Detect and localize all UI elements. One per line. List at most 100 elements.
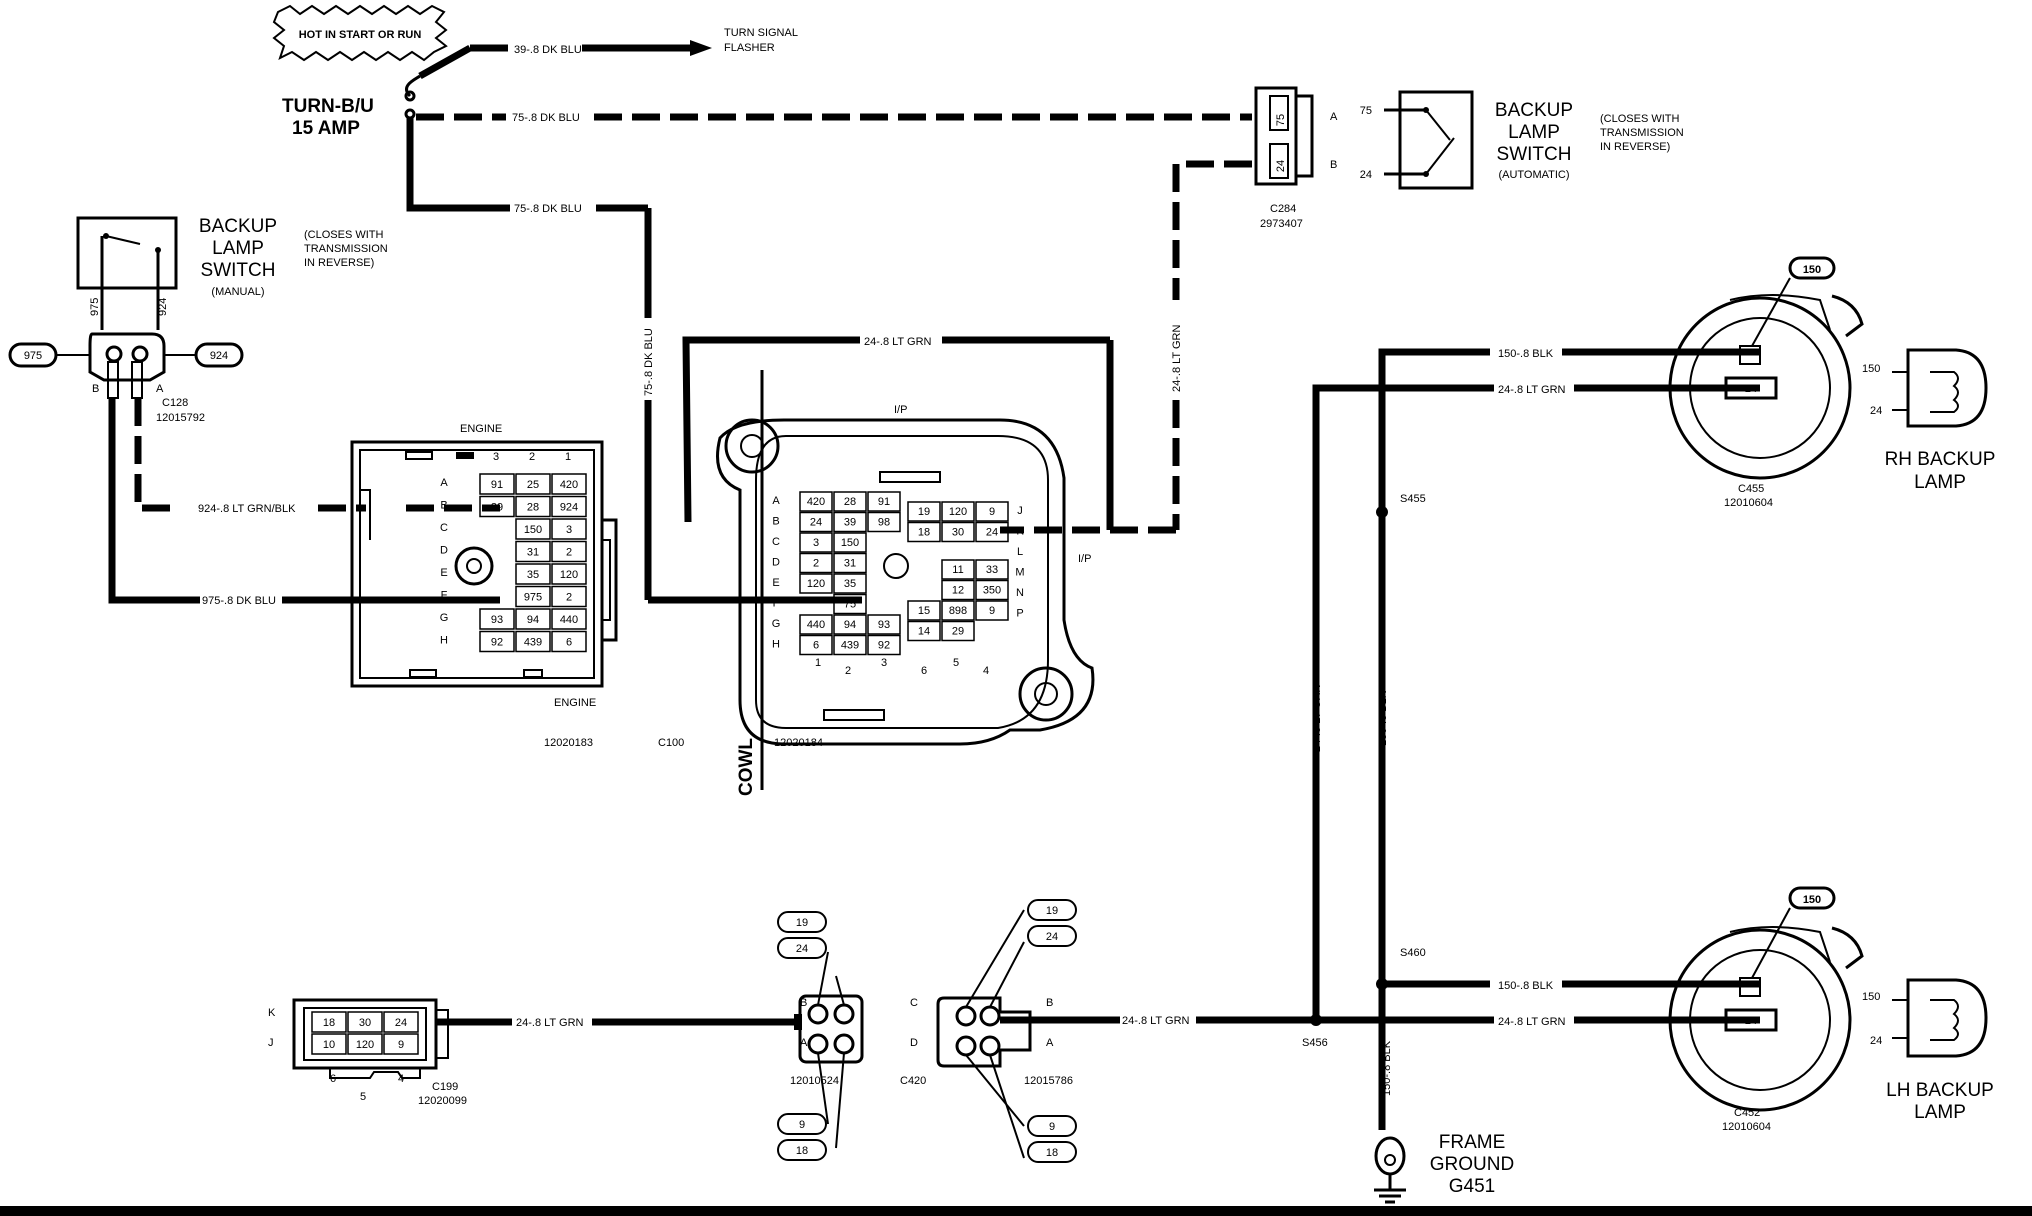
c100-left-cell: 440 — [560, 614, 578, 626]
c100-left-cell-box — [479, 495, 515, 518]
wire-75-down: 75-.8 DK BLU 75-.8 DK BLU — [406, 118, 862, 604]
c100-right-cell-box — [833, 573, 867, 594]
c420-left-pin-b: B — [800, 997, 807, 1009]
c100-left-cell: 35 — [527, 569, 539, 581]
rh-pin-bot: 24 — [1870, 405, 1882, 417]
c199-lab-k: K — [268, 1007, 276, 1019]
manual-switch-title-1: BACKUP — [199, 216, 277, 237]
wire-39: 39-.8 DK BLU — [470, 40, 712, 56]
c100-right-row2-L: L — [1017, 546, 1023, 558]
c100-engine-bot: ENGINE — [554, 697, 596, 709]
c100-right-cell2: 29 — [952, 626, 964, 638]
c100-left-cell-box — [515, 495, 551, 518]
wire-39-label: 39-.8 DK BLU — [514, 44, 582, 56]
c100-bottom-num-5: 5 — [953, 657, 959, 669]
c420-left-tag-2: 9 — [799, 1119, 805, 1131]
c100-left-cell-box — [479, 630, 515, 653]
manual-switch-note-1: (CLOSES WITH — [304, 229, 384, 241]
ground-title-2: GROUND — [1430, 1154, 1514, 1175]
c420-left-tag-1: 24 — [796, 943, 808, 955]
c100-right-cell-box — [833, 614, 867, 635]
c100-right-cell2: 24 — [986, 527, 998, 539]
c420-right-tag-1: 24 — [1046, 931, 1058, 943]
c100-left-cell-box — [515, 473, 551, 495]
c128-tag-right: 924 — [210, 350, 228, 362]
c420-left-tag-0: 19 — [796, 917, 808, 929]
c100-left-cell-box — [479, 473, 515, 495]
lh-lamp-connector: 24 150 C452 12010604 — [1668, 886, 1864, 1133]
wire-24rh-label: 24-.8 LT GRN — [1498, 384, 1566, 396]
c100-left-row-F: F — [441, 590, 448, 602]
c420-right-tag-2-outline — [1027, 1115, 1077, 1137]
c199-n5: 5 — [360, 1091, 366, 1103]
c100-right-cell2: 898 — [949, 605, 967, 617]
fuse-label-1: TURN-B/U — [282, 96, 374, 117]
c100-left-cell-box — [551, 585, 587, 608]
c284-name: C284 — [1270, 203, 1296, 215]
wire-24-c420: 24-.8 LT GRN — [1000, 1015, 1316, 1027]
manual-switch-sub: (MANUAL) — [211, 286, 264, 298]
c100-right-row2-K: K — [1016, 526, 1024, 538]
c128-pin-a: A — [156, 383, 164, 395]
c420-right-tag-3-outline — [1027, 1141, 1077, 1163]
c100-right-row-G: G — [772, 618, 781, 630]
c284-pin-a: A — [1330, 111, 1338, 123]
c420-right-pin-a: A — [1046, 1037, 1054, 1049]
c100-right-cell: 92 — [878, 640, 890, 652]
c100-part-right: 12020184 — [774, 737, 823, 749]
c100-right-cell: 439 — [841, 640, 859, 652]
c100-right-cell2: 350 — [983, 585, 1001, 597]
manual-switch-note-3: IN REVERSE) — [304, 257, 374, 269]
c420-left-tag-3: 18 — [796, 1145, 808, 1157]
c420-left-pin-c: C — [910, 997, 918, 1009]
c128-name: C128 — [162, 397, 188, 409]
c100-right-cell: 31 — [844, 558, 856, 570]
backup-switch-manual: 975 924 BACKUP LAMP SWITCH (MANUAL) (CLO… — [76, 216, 388, 330]
wire-24-lh: 24-.8 LT GRN — [1316, 1016, 1760, 1028]
cowl: COWL — [736, 370, 764, 796]
c100-left-cell-box — [515, 563, 551, 585]
c100-right-cell2: 14 — [918, 626, 930, 638]
wire-24c420-label: 24-.8 LT GRN — [1122, 1015, 1190, 1027]
c100-right-cell2-box — [907, 521, 941, 543]
hot-notice-text: HOT IN START OR RUN — [299, 29, 422, 41]
c100-right-row-E: E — [772, 577, 779, 589]
c100-left-cell: 25 — [527, 479, 539, 491]
c100-left-cell: 2 — [566, 547, 572, 559]
manual-switch-pin-right: 924 — [157, 298, 169, 316]
rh-lamp-connector: 24 150 C455 12010604 — [1668, 256, 1864, 509]
lh-title-1: LH BACKUP — [1886, 1080, 1994, 1101]
c100-left-cell-box — [479, 608, 515, 630]
c100-right-cell: 3 — [813, 537, 819, 549]
cowl-label: COWL — [736, 738, 757, 796]
wire-150-rh: 150-.8 BLK — [1378, 348, 1760, 1016]
c284-pin-b: B — [1330, 159, 1337, 171]
lh-tag: 150 — [1803, 894, 1821, 906]
c100-right-cell2-box — [941, 620, 975, 642]
c100-right-cell: 91 — [878, 496, 890, 508]
c100-right-cell-box — [833, 634, 867, 656]
c100-right-cell-box — [833, 532, 867, 553]
c100-right-cell2-box — [941, 579, 975, 601]
c100-right-cell2-box — [941, 521, 975, 543]
c284-part: 2973407 — [1260, 218, 1303, 230]
c199-cell-box — [311, 1033, 347, 1055]
auto-switch-note-3: IN REVERSE) — [1600, 141, 1670, 153]
c100-left-cell: 28 — [527, 502, 539, 514]
c199-cell-box — [347, 1011, 383, 1033]
c100-left-row-G: G — [440, 612, 449, 624]
c100-engine-top: ENGINE — [460, 423, 502, 435]
c100-left-cell: 439 — [524, 637, 542, 649]
c199-cell: 18 — [323, 1017, 335, 1029]
c100-left-cell-box — [551, 518, 587, 540]
c100-right-cell: 93 — [878, 619, 890, 631]
auto-switch-note-2: TRANSMISSION — [1600, 127, 1684, 139]
c128-connector: 975 924 B A C128 12015792 — [8, 332, 244, 424]
flasher-line-2: FLASHER — [724, 42, 775, 54]
wire-150-lh: 150-.8 BLK — [1382, 980, 1760, 992]
c100-bottom-num-4: 4 — [983, 665, 989, 677]
wire-75c-label: 75-.8 DK BLU — [643, 328, 655, 396]
c100-left-cell-box — [551, 473, 587, 495]
c100-right-cell: 6 — [813, 640, 819, 652]
c100-ip-right: I/P — [1078, 553, 1091, 565]
